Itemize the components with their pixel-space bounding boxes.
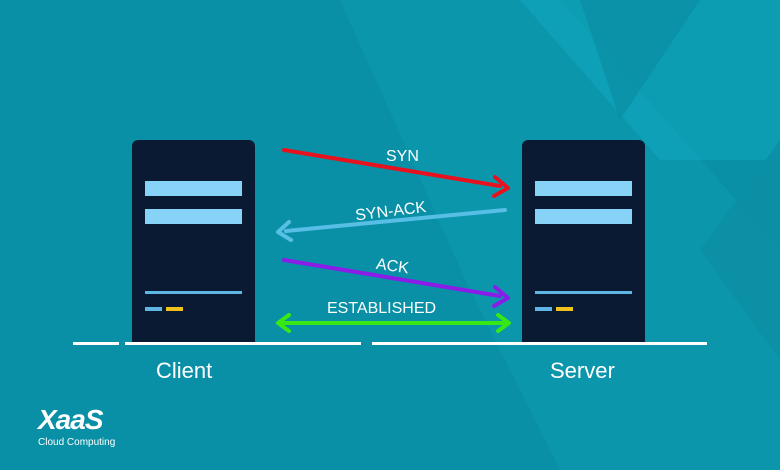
ack-label: ACK [375,256,410,277]
status-led [535,307,552,311]
client-label: Client [156,358,213,383]
ack-arrow [282,258,510,308]
server-divider [145,291,242,294]
logo-tagline: Cloud Computing [38,437,116,448]
established-arrow [276,313,511,333]
client-server-icon [132,140,255,343]
status-led [556,307,573,311]
status-led [145,307,162,311]
ground-line [125,342,361,345]
xaas-logo: XaaS [38,404,103,435]
server-icon [522,140,645,343]
drive-bay [145,181,242,196]
ground-line [73,342,119,345]
established-label: ESTABLISHED [327,300,436,317]
drive-bay [535,209,632,224]
syn-ack-arrow [276,208,507,242]
drive-bay [145,209,242,224]
ground-line [372,342,707,345]
syn-arrow [282,148,510,198]
server-divider [535,291,632,294]
server-label: Server [550,358,615,383]
syn-label: SYN [386,148,419,165]
status-led [166,307,183,311]
drive-bay [535,181,632,196]
